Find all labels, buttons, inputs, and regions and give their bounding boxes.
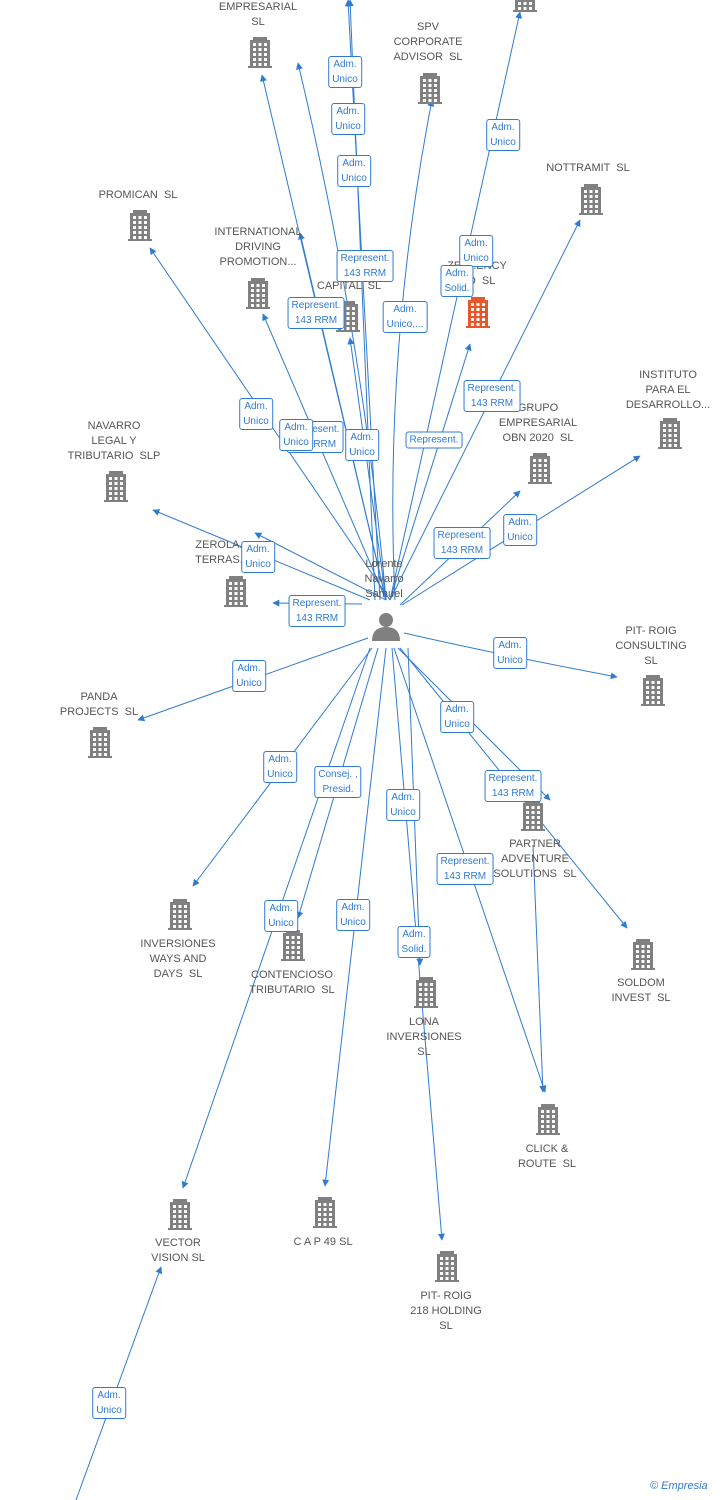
relation-label[interactable]: Represent. 143 RRM xyxy=(336,250,394,282)
relation-label[interactable]: Adm. Unico xyxy=(486,119,520,151)
building-icon[interactable] xyxy=(104,471,128,502)
building-icon[interactable] xyxy=(168,1199,192,1230)
relation-label[interactable]: Adm. Unico xyxy=(92,1387,126,1419)
relation-label[interactable]: Adm. Unico xyxy=(493,637,527,669)
relation-label[interactable]: Adm. Unico xyxy=(440,701,474,733)
building-icon[interactable] xyxy=(281,930,305,961)
company-name[interactable]: LONA INVERSIONES SL xyxy=(386,1016,462,1058)
building-icon[interactable] xyxy=(248,37,272,68)
company-name[interactable]: PARTNER ADVENTURE SOLUTIONS SL xyxy=(493,838,577,880)
building-icon[interactable] xyxy=(418,73,442,104)
relation-label[interactable]: Adm. Unico xyxy=(264,900,298,932)
edge-line xyxy=(389,11,523,601)
building-icon[interactable] xyxy=(513,0,537,12)
building-icon[interactable] xyxy=(414,977,438,1008)
edges xyxy=(75,0,641,1500)
relation-label[interactable]: Represent. 143 RRM xyxy=(484,770,542,802)
credit: © Empresia xyxy=(650,1480,708,1492)
relation-label[interactable]: Represent. xyxy=(405,431,463,449)
relation-label[interactable]: Adm. Unico xyxy=(239,398,273,430)
edge-line xyxy=(262,313,387,601)
building-icon[interactable] xyxy=(536,1104,560,1135)
building-icon[interactable] xyxy=(521,800,545,831)
building-icon[interactable] xyxy=(641,675,665,706)
edge-line xyxy=(346,0,376,601)
building-icon[interactable] xyxy=(466,297,490,328)
relation-label[interactable]: Represent. 143 RRM xyxy=(463,380,521,412)
company-name[interactable]: VECTOR VISION SL xyxy=(151,1237,205,1264)
relation-label[interactable]: Adm. Solid. xyxy=(440,265,474,297)
edge-line xyxy=(344,0,381,601)
edge-line xyxy=(75,1266,163,1500)
edge-line xyxy=(532,844,547,1093)
company-name[interactable]: ZEROLA... TERRAS... xyxy=(195,539,249,566)
relation-label[interactable]: Adm. Unico xyxy=(328,56,362,88)
relation-label[interactable]: Represent. 143 RRM xyxy=(288,595,346,627)
relation-label[interactable]: Represent. 143 RRM xyxy=(436,853,494,885)
building-icon[interactable] xyxy=(435,1251,459,1282)
relation-label[interactable]: Adm. Unico xyxy=(336,899,370,931)
company-name[interactable]: SOLDOM INVEST SL xyxy=(611,977,671,1004)
relation-label[interactable]: Adm. Unico xyxy=(241,541,275,573)
copyright-icon: © xyxy=(650,1480,659,1492)
relation-label[interactable]: Adm. Unico xyxy=(459,235,493,267)
building-icon[interactable] xyxy=(658,418,682,449)
company-name[interactable]: INVERSIONES WAYS AND DAYS SL xyxy=(140,938,216,980)
company-name[interactable]: CLICK & ROUTE SL xyxy=(517,1143,577,1170)
relation-label[interactable]: Adm. Unico xyxy=(337,155,371,187)
company-name[interactable]: PIT- ROIG 218 HOLDING SL xyxy=(410,1290,482,1332)
building-icon[interactable] xyxy=(88,727,112,758)
company-name[interactable]: INSTITUTO PARA EL DESARROLLO... xyxy=(625,369,711,411)
company-name[interactable]: PROMICAN SL xyxy=(98,189,178,201)
building-icon[interactable] xyxy=(579,184,603,215)
relation-label[interactable]: Adm. Unico xyxy=(232,660,266,692)
nodes xyxy=(88,0,682,1282)
building-icon[interactable] xyxy=(313,1197,337,1228)
company-name[interactable]: INTERNATIONAL DRIVING PROMOTION... xyxy=(214,226,302,268)
brand-name[interactable]: Empresia xyxy=(661,1480,708,1492)
relation-label[interactable]: Adm. Unico xyxy=(331,103,365,135)
building-icon[interactable] xyxy=(224,576,248,607)
person-name[interactable]: Lorente Navarro Samuel xyxy=(364,558,404,600)
relation-label[interactable]: Adm. Unico xyxy=(503,514,537,546)
edge-line xyxy=(254,532,387,601)
relation-label[interactable]: Adm. Solid. xyxy=(397,926,431,958)
company-name[interactable]: SPV CORPORATE ADVISOR SL xyxy=(393,21,463,63)
relation-label[interactable]: Consej. , Presid. xyxy=(314,766,362,798)
company-name[interactable]: GRUPO EMPRESARIAL OBN 2020 SL xyxy=(498,402,578,444)
building-icon[interactable] xyxy=(246,278,270,309)
company-name[interactable]: NOTTRAMIT SL xyxy=(546,162,630,174)
company-name[interactable]: CONTENCIOSO TRIBUTARIO SL xyxy=(249,969,335,996)
edge-line xyxy=(392,99,435,601)
relation-label[interactable]: Adm. Unico xyxy=(386,789,420,821)
company-name[interactable]: EMPRESARIAL SL xyxy=(218,1,298,28)
company-name[interactable]: PANDA PROJECTS SL xyxy=(59,691,139,718)
building-icon[interactable] xyxy=(528,453,552,484)
edge-line xyxy=(347,337,387,601)
relation-label[interactable]: Adm. Unico,... xyxy=(382,301,428,333)
company-name[interactable]: NAVARRO LEGAL Y TRIBUTARIO SLP xyxy=(67,420,161,462)
relation-label[interactable]: Represent. 143 RRM xyxy=(433,527,491,559)
company-name[interactable]: PIT- ROIG CONSULTING SL xyxy=(615,625,687,667)
person-icon[interactable] xyxy=(372,613,400,641)
building-icon[interactable] xyxy=(631,939,655,970)
relation-label[interactable]: Adm. Unico xyxy=(279,419,313,451)
relation-label[interactable]: Adm. Unico xyxy=(263,751,297,783)
edge-line xyxy=(298,232,387,601)
building-icon[interactable] xyxy=(168,899,192,930)
relation-label[interactable]: Represent. 143 RRM xyxy=(287,297,345,329)
edge-line xyxy=(389,343,472,601)
building-icon[interactable] xyxy=(128,210,152,241)
company-name[interactable]: C A P 49 SL xyxy=(293,1236,353,1248)
relation-label[interactable]: Adm. Unico xyxy=(345,429,379,461)
